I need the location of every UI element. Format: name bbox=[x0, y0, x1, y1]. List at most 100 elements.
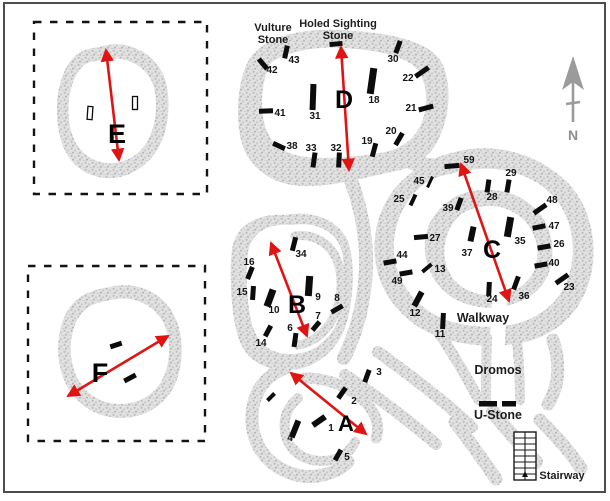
pillar-number: 38 bbox=[286, 141, 298, 152]
pillar-number: 33 bbox=[305, 143, 317, 154]
pillar-number: 25 bbox=[393, 194, 405, 205]
pillar-number: 15 bbox=[236, 287, 248, 298]
dromos-wall-left bbox=[481, 333, 492, 405]
pillar-number: 8 bbox=[334, 293, 340, 304]
pillar-number: 19 bbox=[361, 136, 373, 147]
pillar-number: 39 bbox=[442, 203, 454, 214]
enclosure-letter-f: F bbox=[92, 358, 109, 388]
pillar-outline bbox=[131, 95, 139, 111]
pillar-number: 6 bbox=[287, 323, 293, 334]
pillar-number: 1 bbox=[328, 423, 334, 434]
pillar-number: 37 bbox=[461, 248, 473, 259]
pillar-bar bbox=[426, 175, 434, 189]
pillar-bar bbox=[330, 303, 344, 315]
holed-sighting-stone-label-line1: Holed Sighting bbox=[299, 18, 377, 30]
axis-arrow-d bbox=[335, 44, 355, 173]
pillar-bar bbox=[411, 290, 425, 308]
pillar-number: 10 bbox=[268, 305, 280, 316]
pillar-number: 9 bbox=[315, 292, 321, 303]
enclosure-d: 18 19 20 21 22 30 31 32 33 38 41 42 43 D bbox=[238, 29, 449, 187]
axis-arrow-e bbox=[100, 47, 125, 163]
axis-arrow-a bbox=[289, 371, 368, 436]
pillar-bar bbox=[393, 40, 403, 54]
stairway-label: Stairway bbox=[539, 470, 585, 482]
pillar-bar bbox=[511, 275, 521, 291]
pillar-bar bbox=[304, 275, 314, 297]
dromos-wall-right bbox=[512, 335, 525, 405]
top-annotations: Vulture Stone Holed Sighting Stone bbox=[254, 18, 377, 46]
pillar-number: 7 bbox=[315, 311, 321, 322]
pillar-bar bbox=[369, 142, 379, 158]
u-stone-label: U-Stone bbox=[474, 408, 522, 422]
pillar-number: 44 bbox=[396, 250, 408, 261]
u-stone-bar-left bbox=[479, 401, 497, 407]
pillar-number: 29 bbox=[505, 168, 517, 179]
pillar-number: 22 bbox=[402, 73, 414, 84]
pillar-number: 13 bbox=[434, 264, 446, 275]
pillar-number: 43 bbox=[288, 55, 300, 66]
pillar-number: 12 bbox=[409, 308, 421, 319]
pillar-bar bbox=[440, 312, 446, 330]
pillar-bar bbox=[266, 392, 276, 402]
pillar-bar bbox=[272, 140, 286, 152]
band-a-tail-2 bbox=[372, 346, 478, 433]
enclosure-f-interior bbox=[70, 298, 170, 404]
enclosure-c: 11 12 13 23 24 25 26 27 28 29 35 36 37 3… bbox=[374, 148, 594, 405]
enclosure-f: F bbox=[58, 285, 182, 418]
enclosure-b: 6 7 8 9 10 14 15 16 34 B bbox=[230, 213, 353, 371]
pillar-bar bbox=[256, 57, 270, 71]
pillar-bar bbox=[309, 83, 317, 111]
axis-arrow-b bbox=[268, 241, 310, 338]
axis-arrow-c bbox=[458, 162, 512, 303]
vulture-stone-label-line2: Stone bbox=[258, 34, 289, 46]
inset-box-e bbox=[32, 20, 209, 196]
band-d-to-a bbox=[337, 161, 374, 365]
enclosure-a-outer-arc bbox=[245, 361, 355, 483]
holed-sighting-stone-label-line2: Stone bbox=[323, 30, 354, 42]
pillar-bar bbox=[310, 152, 318, 168]
pillar-number: 14 bbox=[255, 338, 267, 349]
band-below-ustone-left bbox=[448, 415, 503, 486]
enclosure-b-inner-wall bbox=[290, 231, 346, 350]
pillar-number: 27 bbox=[429, 233, 441, 244]
pillar-bar bbox=[534, 261, 548, 269]
pillar-number: 49 bbox=[391, 276, 403, 287]
enclosure-letter-b: B bbox=[288, 291, 306, 319]
pillar-bar bbox=[532, 202, 548, 216]
enclosure-letter-e: E bbox=[108, 119, 126, 149]
pillar-bar bbox=[408, 193, 418, 207]
pillar-number: 5 bbox=[344, 452, 350, 463]
enclosure-a: 1 2 3 4 5 A bbox=[245, 361, 384, 483]
pillar-bar bbox=[537, 243, 551, 251]
pillar-number: 16 bbox=[243, 257, 255, 268]
pillar-number: 24 bbox=[486, 294, 498, 305]
dromos-label: Dromos bbox=[474, 363, 521, 377]
pillar-number: 31 bbox=[309, 111, 321, 122]
band-stairway-right bbox=[533, 413, 588, 475]
pillar-bar bbox=[258, 108, 274, 114]
pillar-bar bbox=[245, 266, 255, 280]
band-c-bottom-right bbox=[541, 333, 565, 411]
pillar-bar bbox=[310, 320, 322, 332]
pillar-bar bbox=[332, 448, 344, 462]
pillar-number: 48 bbox=[546, 195, 558, 206]
pillar-number: 21 bbox=[405, 103, 417, 114]
enclosure-e: E bbox=[56, 44, 169, 179]
pillar-number: 2 bbox=[351, 396, 357, 407]
band-c-to-dromos bbox=[432, 326, 485, 406]
pillar-number: 11 bbox=[435, 329, 446, 340]
pillar-number: 59 bbox=[463, 155, 475, 166]
pillar-number: 35 bbox=[514, 236, 526, 247]
pillar-bar bbox=[418, 103, 434, 113]
enclosure-letter-a: A bbox=[338, 411, 354, 436]
pillar-bar bbox=[383, 258, 397, 266]
pillar-bar bbox=[532, 223, 546, 231]
dromos-area: Dromos U-Stone Stairway bbox=[474, 363, 585, 482]
north-arrow-icon: N bbox=[562, 56, 584, 143]
enclosure-letter-c: C bbox=[483, 236, 501, 264]
pillar-bar bbox=[444, 162, 460, 170]
walkway-label: Walkway bbox=[457, 311, 509, 325]
pillar-number: 18 bbox=[368, 95, 380, 106]
